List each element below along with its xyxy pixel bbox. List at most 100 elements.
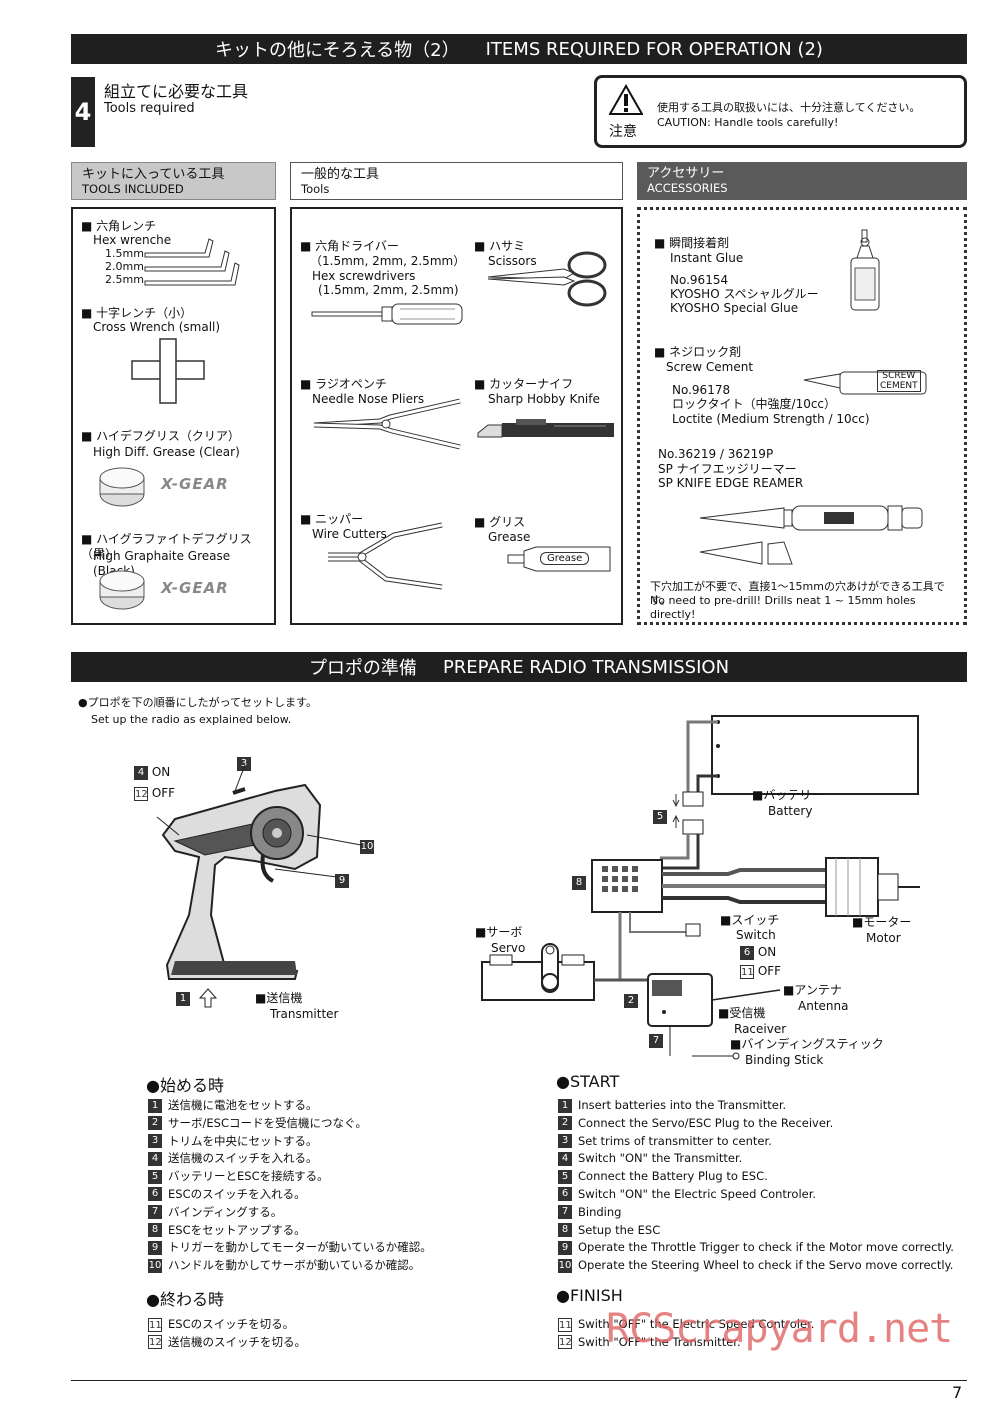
- step-text: Set trims of transmitter to center.: [578, 1133, 772, 1148]
- step-number: 7: [558, 1205, 572, 1220]
- receiver-jp: ■受信機: [718, 1006, 766, 1020]
- step-text: Swith "OFF" the Electric Speed Controler…: [578, 1317, 815, 1331]
- hex-wrench-icon: [144, 238, 240, 286]
- step-number: 11: [558, 1317, 572, 1332]
- footer-rule: [71, 1380, 967, 1381]
- start-title-jp: ●始める時: [146, 1076, 224, 1095]
- radio-band-en: PREPARE RADIO TRANSMISSION: [442, 656, 730, 678]
- battery-en: Battery: [768, 804, 813, 818]
- step-number: 3: [148, 1134, 162, 1149]
- cross-wrench-icon: [131, 338, 205, 404]
- tx-on-label: 4 ON: [134, 765, 170, 780]
- glue-name-en: KYOSHO Special Glue: [670, 301, 799, 315]
- tools-included-header: キットに入っている工具 TOOLS INCLUDED: [71, 162, 276, 200]
- start-title-en: ●START: [556, 1072, 620, 1091]
- step-text: 送信機のスイッチを入れる。: [168, 1151, 318, 1166]
- step-text: Operate the Steering Wheel to check if t…: [578, 1258, 954, 1273]
- step-text: Connect the Servo/ESC Plug to the Receiv…: [578, 1115, 834, 1130]
- driver-en-sizes: (1.5mm, 2mm, 2.5mm): [318, 283, 459, 297]
- cutters-en: Wire Cutters: [312, 527, 387, 541]
- tx-off-label: 12 OFF: [134, 786, 176, 801]
- step-row: 7 Binding: [558, 1204, 954, 1222]
- step-number: 5: [558, 1169, 572, 1184]
- tools-included-en: TOOLS INCLUDED: [82, 182, 184, 196]
- reamer-note-jp: 下穴加工が不要で、直接1～15mmの穴あけができる工具です。: [650, 580, 945, 607]
- grease-jp: ■ グリス: [474, 515, 526, 529]
- radio-intro-en: Set up the radio as explained below.: [91, 713, 292, 726]
- xgear-logo-1: X-GEAR: [161, 475, 229, 493]
- pliers-en: Needle Nose Pliers: [312, 392, 425, 406]
- step-text: サーボ/ESCコードを受信機につなぐ。: [168, 1115, 367, 1130]
- step-number: 2: [148, 1116, 162, 1131]
- motor-en: Motor: [866, 931, 901, 945]
- callout-3: 3: [237, 757, 251, 771]
- step-text: ESCのスイッチを切る。: [168, 1317, 295, 1331]
- grease-black-jp: ■ ハイグラファイトデフグリス（黒）: [81, 532, 252, 561]
- pliers-jp: ■ ラジオペンチ: [300, 377, 387, 391]
- driver-jp-sizes: （1.5mm, 2mm, 2.5mm）: [310, 254, 466, 268]
- grease-clear-jp: ■ ハイデフグリス（クリア）: [81, 429, 240, 443]
- grease-jar-clear-icon: [99, 467, 145, 507]
- step-text: Swith "OFF" the Transmitter.: [578, 1334, 741, 1349]
- glue-en: Instant Glue: [670, 251, 744, 265]
- step-number: 9: [558, 1240, 572, 1255]
- hex-size-3: 2.5mm: [105, 273, 144, 286]
- step-number: 10: [148, 1258, 162, 1273]
- caution-jp: 使用する工具の取扱いには、十分注意してください。: [657, 101, 921, 114]
- accessories-en: ACCESSORIES: [647, 181, 728, 195]
- grease-tube-label: Grease: [540, 552, 590, 565]
- section-header-band: キットの他にそろえる物（2） ITEMS REQUIRED FOR OPERAT…: [71, 34, 967, 64]
- glue-name-jp: KYOSHO スペシャルグルー: [670, 287, 819, 301]
- step-number: 1: [148, 1098, 162, 1113]
- step-number: 11: [148, 1317, 162, 1332]
- step-text: バインディングする。: [168, 1204, 283, 1219]
- step-row: 12 送信機のスイッチを切る。: [148, 1334, 306, 1352]
- step-text: Binding: [578, 1204, 622, 1219]
- cement-en: Screw Cement: [666, 360, 754, 374]
- switch-on-text: ON: [757, 945, 777, 959]
- hex-size-2: 2.0mm: [105, 260, 144, 273]
- callout-5: 5: [653, 810, 667, 824]
- general-tools-panel: ■ 六角ドライバー （1.5mm, 2mm, 2.5mm） Hex screwd…: [290, 207, 623, 625]
- grease-jar-black-icon: [99, 570, 145, 610]
- switch-on-label: 6 ON: [740, 945, 776, 960]
- screw-cement-label-2: CEMENT: [880, 381, 918, 391]
- step-number: 6: [558, 1187, 572, 1202]
- accessories-header: アクセサリー ACCESSORIES: [637, 162, 967, 200]
- cement-name-jp: ロックタイト（中強度/10cc）: [672, 397, 837, 411]
- step-text: Switch "ON" the Transmitter.: [578, 1151, 743, 1166]
- wiring-diagram: [481, 715, 920, 1060]
- glue-bottle-icon: [850, 229, 880, 311]
- step-number: 12: [148, 1335, 162, 1350]
- step-number: 10: [558, 1258, 572, 1273]
- step-number: 7: [148, 1205, 162, 1220]
- servo-en: Servo: [491, 941, 526, 955]
- motor-jp: ■モーター: [852, 915, 912, 929]
- general-tools-en: Tools: [301, 182, 330, 196]
- callout-7: 7: [649, 1034, 663, 1048]
- cross-wrench-jp: ■ 十字レンチ（小）: [81, 306, 193, 320]
- cross-wrench-en: Cross Wrench (small): [93, 320, 221, 334]
- binding-jp: ■バインディングスティック: [730, 1037, 884, 1051]
- xgear-logo-2: X-GEAR: [161, 579, 229, 597]
- driver-jp: ■ 六角ドライバー: [300, 239, 399, 253]
- step-title-en: Tools required: [104, 101, 195, 116]
- callout-2: 2: [624, 994, 638, 1008]
- step-number-badge: 4: [71, 77, 95, 147]
- switch-off-label: 11 OFF: [740, 964, 782, 979]
- callout-10: 10: [360, 840, 374, 854]
- callout-9: 9: [335, 874, 349, 888]
- step-text: 送信機のスイッチを切る。: [168, 1334, 306, 1349]
- step-row: 10 Operate the Steering Wheel to check if…: [558, 1257, 954, 1275]
- tools-included-panel: ■ 六角レンチ Hex wrenche 1.5mm 2.0mm 2.5mm ■ …: [71, 207, 276, 625]
- scissors-en: Scissors: [488, 254, 537, 268]
